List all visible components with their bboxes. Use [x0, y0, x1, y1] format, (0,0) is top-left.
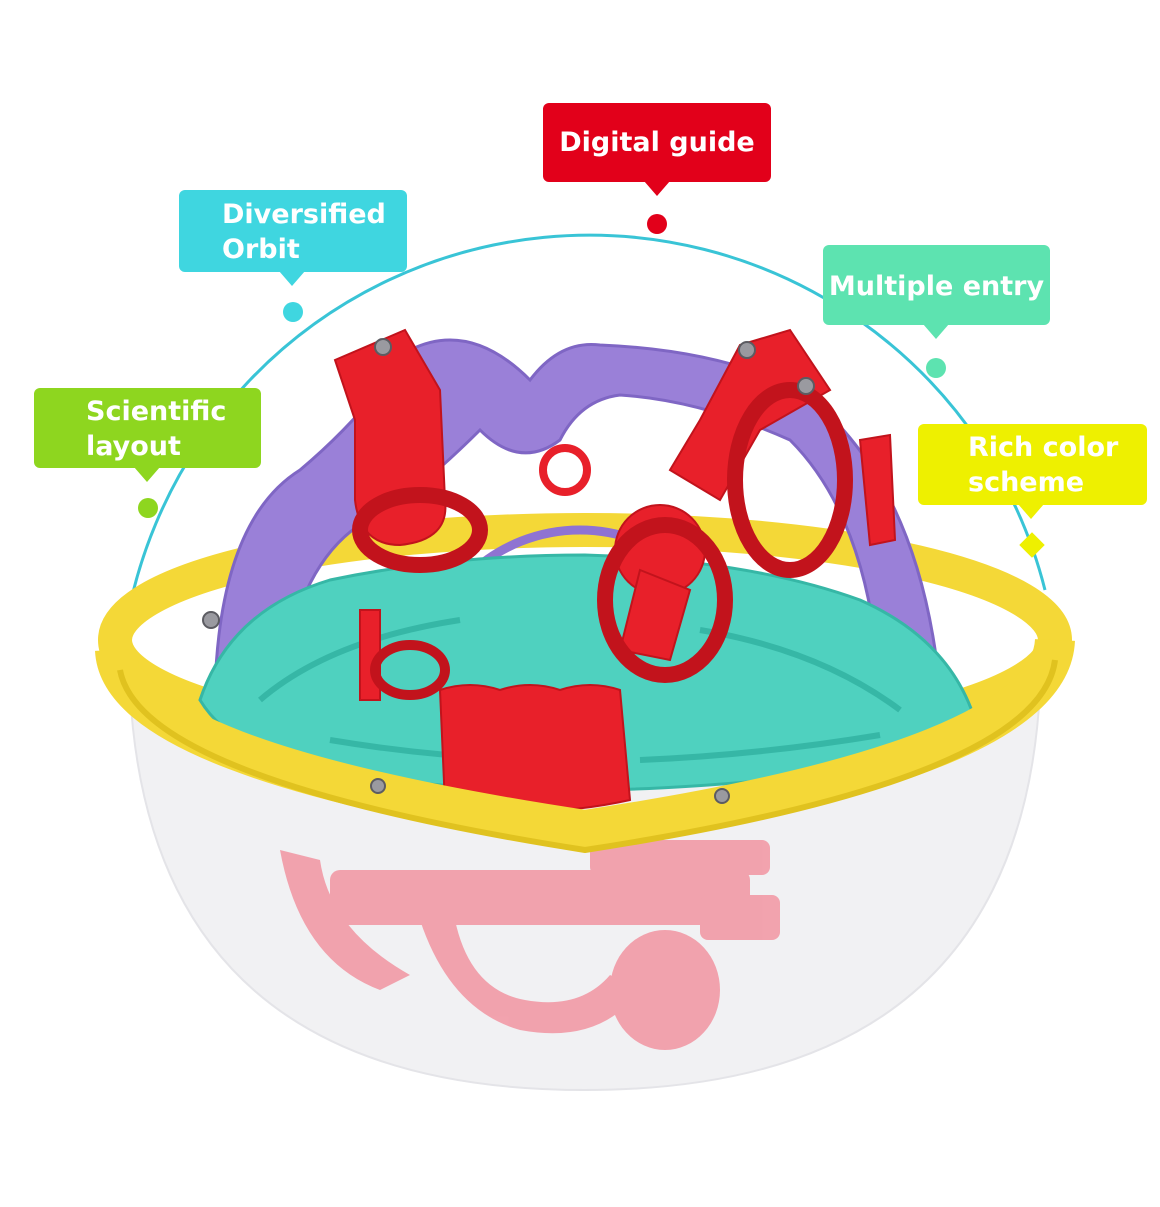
callout-diversified-orbit-line-2: Orbit	[222, 234, 300, 265]
callout-diversified-orbit: Diversified Orbit	[179, 190, 407, 286]
callout-rich-color-scheme-line-2: scheme	[968, 467, 1085, 498]
callout-multiple-entry: Multiple entry	[823, 245, 1050, 339]
callout-digital-guide-line-1: Digital guide	[559, 127, 755, 158]
marker-dot-rich	[1019, 532, 1045, 558]
callout-rich-color-scheme: Rich color scheme	[918, 424, 1147, 519]
callout-digital-guide: Digital guide	[543, 103, 771, 196]
callout-scientific-layout-line-1: Scientific	[86, 396, 227, 427]
callout-scientific-layout-line-2: layout	[86, 431, 181, 462]
ring-front	[95, 637, 1075, 851]
callout-rich-color-scheme-line-1: Rich color	[968, 432, 1119, 463]
red-loop	[539, 444, 591, 496]
marker-dot-multiple	[926, 358, 946, 378]
callout-tail	[1018, 504, 1044, 519]
callout-tail	[134, 467, 160, 482]
marker-dot-digital	[647, 214, 667, 234]
callout-scientific-layout: Scientific layout	[34, 388, 261, 482]
callout-multiple-entry-line-1: Multiple entry	[828, 271, 1045, 302]
ring-front-shade	[117, 659, 1058, 854]
guide-arc	[118, 233, 1047, 681]
lower-maze-parts	[280, 840, 780, 1050]
screws	[202, 338, 815, 804]
callout-tail	[923, 324, 949, 339]
callout-tail	[644, 181, 670, 196]
marker-dot-diversified	[283, 302, 303, 322]
callout-diversified-orbit-line-1: Diversified	[222, 199, 386, 230]
callout-tail	[279, 271, 305, 286]
marker-dot-scientific	[138, 498, 158, 518]
red-parts	[333, 328, 897, 813]
